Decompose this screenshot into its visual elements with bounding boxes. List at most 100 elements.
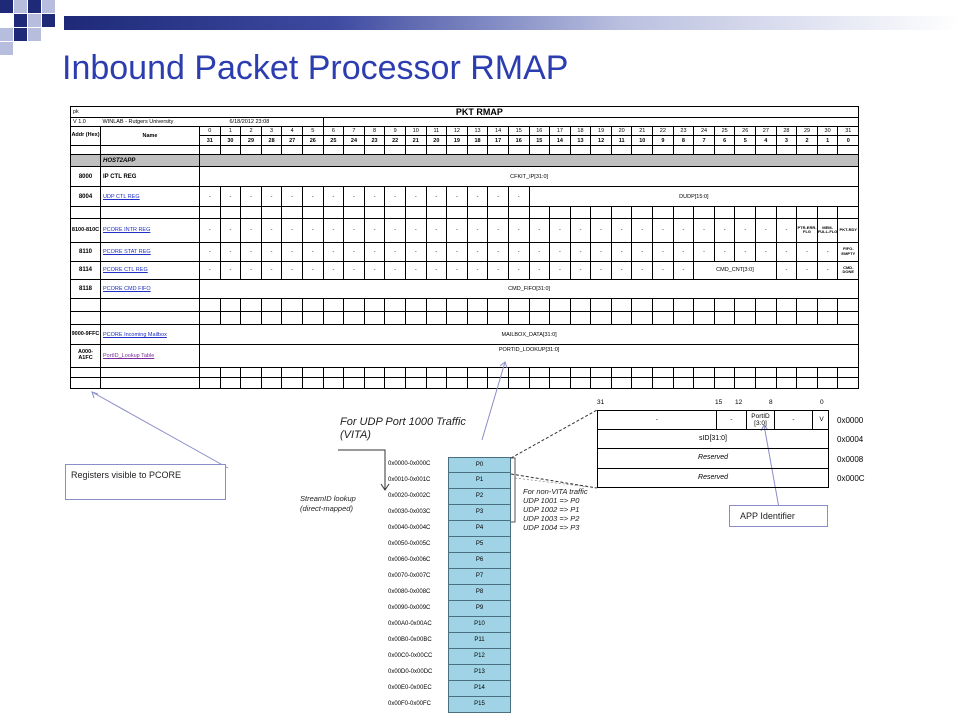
blank-cell [775,366,798,379]
blank-cell [672,206,695,220]
blank-cell [487,144,509,156]
reserved-bit-cell: - [631,260,654,281]
blank-cell [466,366,489,379]
reserved-bit-cell: - [281,241,303,262]
blank-cell [384,311,406,326]
bit-index-bottom: 17 [487,135,509,146]
reserved-bit-cell: - [199,186,221,208]
blank-cell [100,311,200,326]
bit-index-bottom: 9 [652,135,674,146]
reserved-bit-cell: - [425,186,448,208]
blank-cell [590,206,612,220]
blank-cell [837,366,860,379]
blank-cell [713,366,736,379]
bit-index-bottom: 11 [610,135,633,146]
reserved-bit-cell: - [796,241,818,262]
bit-index-bottom: 27 [281,135,303,146]
blank-cell [487,366,509,379]
portid-lookup-field: PORTID_LOOKUP[31:0] [198,344,860,368]
port-cell-p0: P0 [448,457,511,473]
port-address-label: 0x0020-0x002C [388,493,431,499]
bit-index-top: 29 [796,126,818,137]
reserved-bit-cell: - [260,260,283,281]
blank-cell [796,377,818,389]
port-cell-p7: P7 [448,569,511,585]
bit-index-bottom: 18 [466,135,489,146]
bit-index-bottom: 31 [199,135,221,146]
format-portid-range: [3:0] [754,420,767,427]
reserved-bit-cell: - [343,260,365,281]
blank-cell [631,298,654,313]
format-row-sid: sID[31:0] [597,429,829,449]
port-address-label: 0x00F0-0x00FC [388,701,432,707]
bit-index-top: 26 [734,126,757,137]
reserved-bit-cell: - [384,186,406,208]
fifo-name-link[interactable]: PCORE CMD FIFO [100,279,200,300]
bit-index-bottom: 25 [322,135,345,146]
blank-cell [323,116,860,128]
bit-index-top: 23 [672,126,695,137]
reserved-bit-cell: - [240,218,262,243]
pcore-arrow [91,391,229,469]
bit-index-top: 17 [549,126,571,137]
ctl-name-link[interactable]: PCORE CTL REG [100,260,200,281]
bit-index-bottom: 19 [446,135,468,146]
reserved-bit-cell: - [734,218,757,243]
blank-cell [693,377,715,389]
format-upper-cell: - [598,411,717,429]
corner-square-3 [28,0,41,13]
app-identifier-callout: APP Identifier [729,505,828,527]
vita-arrowhead [380,483,390,491]
reserved-bit-cell: - [487,186,509,208]
blank-cell [70,298,101,313]
intr-mem-full-flag: MEM-FULL-FLG [816,218,839,243]
blank-cell [549,206,571,220]
bit-index-bottom: 26 [301,135,324,146]
reserved-bit-cell: - [796,260,818,281]
reserved-bit-cell: - [507,241,530,262]
blank-cell [590,377,612,389]
slide-title: Inbound Packet Processor RMAP [62,49,569,87]
mailbox-name-link[interactable]: PCORE Incoming Mailbox [100,324,200,346]
blank-cell [70,206,101,220]
bit-index-top: 15 [507,126,530,137]
port-address-label: 0x0010-0x001C [388,477,431,483]
intr-name-link[interactable]: PCORE INTR REG [100,218,200,243]
blank-cell [610,377,633,389]
blank-cell [816,377,839,389]
reserved-bit-cell: - [446,218,468,243]
date-cell: 6/18/2012 23:08 [188,116,324,128]
port-cell-p5: P5 [448,537,511,553]
reserved-bit-cell: - [404,241,427,262]
blank-cell [363,311,386,326]
blank-cell [301,144,324,156]
reserved-bit-cell: - [425,260,448,281]
reserved-bit-cell: - [693,218,715,243]
reserved-bit-cell: - [466,186,489,208]
portid-lookup-name-link[interactable]: PortID_Lookup Table [100,344,200,368]
reserved-bit-cell: - [549,260,571,281]
port-address-label: 0x0070-0x007C [388,573,431,579]
stat-name-link[interactable]: PCORE STAT REG [100,241,200,262]
blank-cell [693,366,715,379]
blank-cell [260,311,283,326]
blank-cell [260,366,283,379]
udp-port-note: For UDP Port 1000 Traffic (VITA) [340,416,466,442]
reserved-bit-cell: - [446,241,468,262]
blank-cell [837,144,860,156]
udp-ctl-field: DUDP[15:0] [528,186,860,208]
bit-index-top: 19 [590,126,612,137]
blank-cell [631,366,654,379]
blank-cell [755,311,777,326]
bit-index-top: 16 [528,126,551,137]
bit-index-bottom: 21 [404,135,427,146]
blank-cell [569,144,592,156]
blank-cell [240,311,262,326]
blank-cell [816,311,839,326]
udp-ctl-name-link[interactable]: UDP CTL REG [100,186,200,208]
